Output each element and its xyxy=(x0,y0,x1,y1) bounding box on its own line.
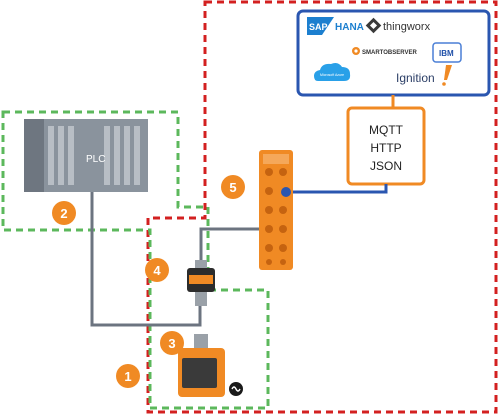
ignition-logo: Ignition xyxy=(396,65,452,86)
smartobserver-text: SMARTOBSERVER xyxy=(362,50,417,56)
green-dashed-boundary xyxy=(1,110,270,410)
smartobserver-logo: SMARTOBSERVER xyxy=(352,47,417,56)
protocol-mqtt: MQTT xyxy=(369,123,404,137)
protocol-http: HTTP xyxy=(370,141,401,155)
hana-logo-text: HANA xyxy=(335,22,364,33)
plc-cable xyxy=(90,192,202,327)
badge-4: 4 xyxy=(145,258,169,282)
microsoft-azure-logo: Microsoft Azure xyxy=(314,63,351,81)
iolink-adapter xyxy=(187,260,215,306)
badge-2: 2 xyxy=(52,201,76,225)
svg-text:3: 3 xyxy=(168,336,175,351)
ethernet-cable xyxy=(287,184,388,194)
sap-hana-logo: SAP HANA xyxy=(307,17,364,35)
sensor-device xyxy=(178,334,225,397)
svg-text:5: 5 xyxy=(229,180,236,195)
microsoft-azure-text: Microsoft Azure xyxy=(320,73,344,77)
iolink-master-module xyxy=(259,150,293,270)
ignition-text: Ignition xyxy=(396,71,435,85)
sap-logo-text: SAP xyxy=(309,22,328,32)
thingworx-text: thingworx xyxy=(383,21,431,33)
svg-text:2: 2 xyxy=(60,206,67,221)
svg-text:1: 1 xyxy=(124,369,131,384)
ethernet-port xyxy=(281,187,291,197)
thingworx-logo: thingworx xyxy=(365,17,431,34)
ibm-logo: IBM xyxy=(432,42,462,63)
device-symbol-icon xyxy=(229,382,243,396)
iolink-cable xyxy=(199,227,263,260)
ibm-text: IBM xyxy=(439,49,454,58)
plc-label: PLC xyxy=(86,154,105,165)
red-dashed-boundary xyxy=(146,0,498,414)
badge-3: 3 xyxy=(160,331,184,355)
badge-5: 5 xyxy=(221,175,245,199)
plc-rack: PLC xyxy=(24,119,148,192)
protocol-json: JSON xyxy=(370,159,402,173)
svg-text:4: 4 xyxy=(153,263,161,278)
badge-1: 1 xyxy=(116,364,140,388)
